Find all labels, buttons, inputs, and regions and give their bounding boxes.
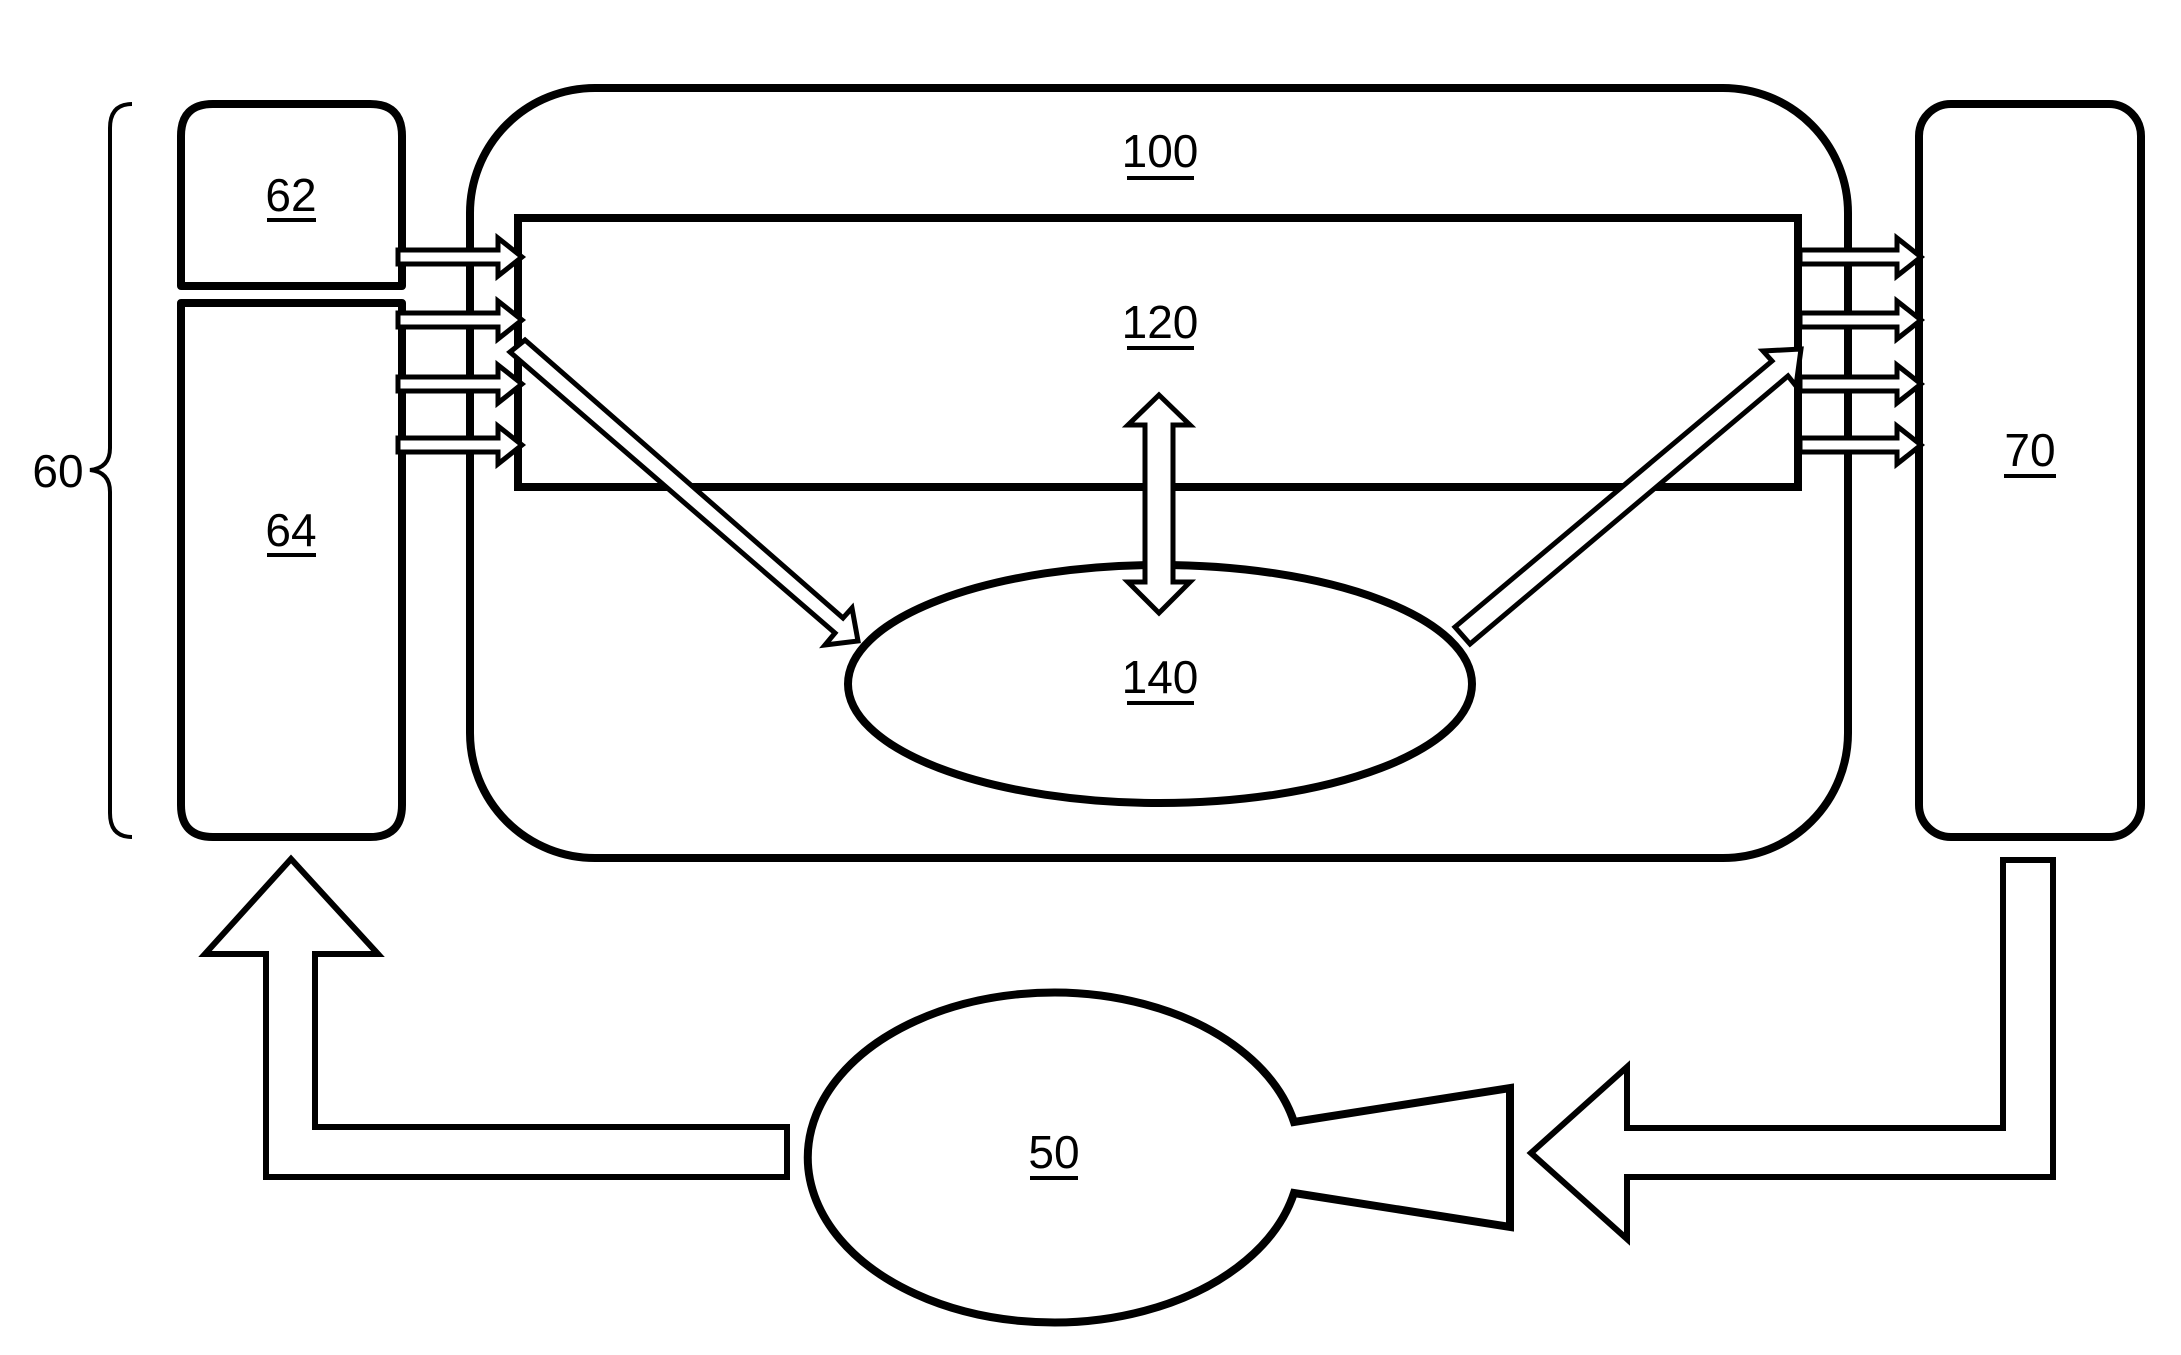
arrow-50-to-60 (198, 854, 790, 1180)
arrow-120-to-70-3 (1797, 359, 1926, 409)
label-70: 70 (2004, 424, 2055, 476)
arrow-70-to-50 (1526, 857, 2056, 1246)
block-64 (177, 299, 406, 841)
block-100 (466, 84, 1852, 862)
arrow-62-to-120 (395, 232, 527, 282)
label-140: 140 (1122, 651, 1199, 703)
arrow-120-to-70-4 (1797, 420, 1926, 470)
label-60: 60 (32, 445, 83, 497)
pump-50 (803, 988, 1514, 1327)
outlet-arrows (1797, 232, 1926, 470)
label-50: 50 (1028, 1126, 1079, 1178)
arrow-120-140-bidirectional (1121, 391, 1197, 617)
block-62 (177, 100, 406, 290)
inlet-arrows (395, 232, 527, 470)
arrow-64-to-120-3 (395, 420, 527, 470)
brace-60 (89, 102, 133, 839)
label-120: 120 (1122, 296, 1199, 348)
arrow-64-to-120-2 (395, 359, 527, 409)
arrow-120-to-70-2 (1797, 295, 1926, 345)
arrow-120-to-140-diagonal (506, 336, 861, 649)
label-100: 100 (1122, 125, 1199, 177)
arrow-120-to-70-1 (1797, 232, 1926, 282)
label-64: 64 (265, 504, 316, 556)
block-70 (1915, 100, 2145, 841)
label-62: 62 (265, 169, 316, 221)
arrow-64-to-120-1 (395, 295, 527, 345)
arrow-140-to-120-diagonal (1451, 346, 1804, 648)
